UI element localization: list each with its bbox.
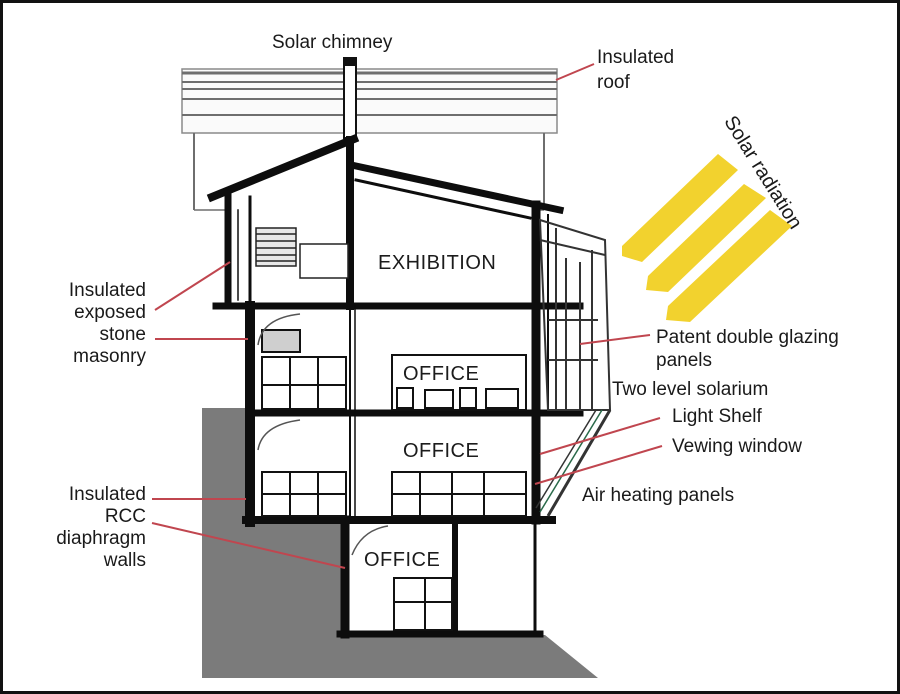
label-glazing-line1: Patent double glazing xyxy=(656,327,839,348)
stair-curves xyxy=(257,313,389,556)
label-stone-line1: Insulated xyxy=(68,280,146,301)
label-stone-line3: stone xyxy=(99,324,146,345)
label-light-shelf: Light Shelf xyxy=(672,406,762,427)
solar-radiation-rays xyxy=(622,154,792,322)
office-furniture xyxy=(261,329,527,631)
room-office-lower: OFFICE xyxy=(364,549,441,571)
solar-chimney xyxy=(343,57,357,139)
label-two-level-solarium: Two level solarium xyxy=(612,379,769,400)
label-stone-line2: exposed xyxy=(74,302,146,323)
label-viewing-window: Vewing window xyxy=(672,436,802,457)
solarium-glazing xyxy=(535,218,612,517)
label-rcc-line1: Insulated xyxy=(68,484,146,505)
label-air-heating-panels: Air heating panels xyxy=(582,485,735,506)
label-insulated-roof-line2: roof xyxy=(597,72,630,93)
label-glazing-line2: panels xyxy=(656,350,712,371)
label-stone-line4: masonry xyxy=(73,346,146,367)
stairs-exhibition xyxy=(255,227,349,279)
insulated-roof xyxy=(181,68,558,211)
structure xyxy=(206,133,584,639)
leader-lines xyxy=(151,63,663,569)
label-rcc-line2: RCC xyxy=(104,506,146,527)
label-solar-chimney: Solar chimney xyxy=(272,32,393,53)
room-office-upper: OFFICE xyxy=(403,363,480,385)
label-rcc-line4: walls xyxy=(103,550,146,571)
room-exhibition: EXHIBITION xyxy=(378,252,497,274)
ground-mass xyxy=(202,408,598,678)
label-rcc-line3: diaphragm xyxy=(56,528,146,549)
label-insulated-roof-line1: Insulated xyxy=(597,47,675,68)
room-office-middle: OFFICE xyxy=(403,440,480,462)
